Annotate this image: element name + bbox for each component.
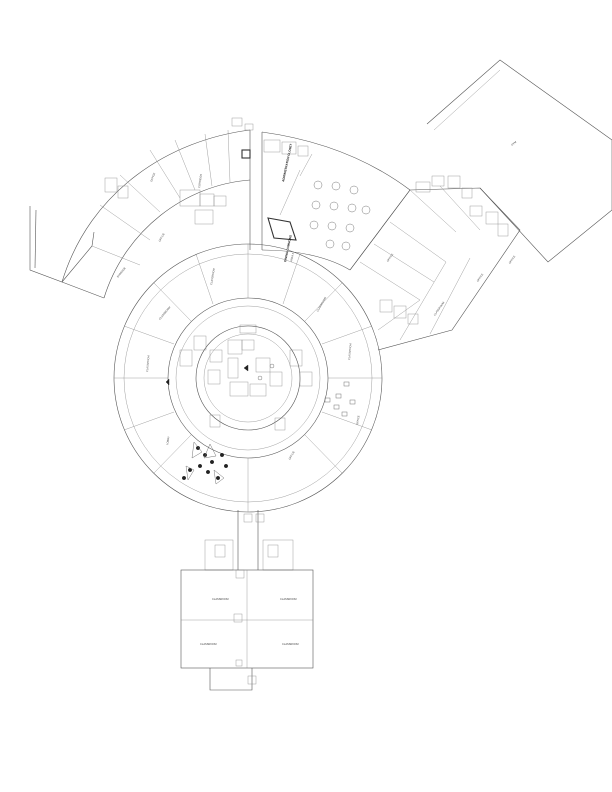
room-label-ring-w: CLASSROOM xyxy=(145,355,150,372)
far-west-wing xyxy=(29,206,105,299)
room-label-east-a: OFFICE xyxy=(386,252,395,262)
dining-title-label: DINING COMMONS xyxy=(283,235,293,263)
room-label-ring-nw: CLASSROOM xyxy=(158,305,172,320)
room-label-south-bl: CLASSROOM xyxy=(200,642,217,646)
room-label-east-d: OFFICE xyxy=(508,254,517,264)
room-label-ring-se: OFFICE xyxy=(355,415,361,425)
room-label-ring-n: CLASSROOM xyxy=(209,268,216,285)
room-label-ring-e: CLASSROOM xyxy=(347,343,352,360)
room-label-south-tl: CLASSROOM xyxy=(212,597,229,601)
room-labels: OFFICE CORRIDOR OFFICE STORAGE CLASSROOM… xyxy=(116,140,518,646)
room-label-north-2: CORRIDOR xyxy=(197,173,203,188)
south-block xyxy=(180,569,314,691)
northwest-crescent xyxy=(61,129,251,299)
room-label-far-west: STORAGE xyxy=(116,266,127,279)
dining-note-label: ADMINISTRATION CLOSET xyxy=(281,143,293,182)
room-label-ring-sw: LOBBY xyxy=(165,436,170,445)
dining-commons: ADMINISTRATION CLOSET DINING COMMONS ARE… xyxy=(261,131,411,271)
south-corridor xyxy=(204,510,294,571)
room-label-ring-ne: CLASSROOM xyxy=(315,296,327,312)
room-label-annex: GYM xyxy=(510,140,517,147)
room-label-north-1: OFFICE xyxy=(149,172,156,183)
room-label-ring-s: OFFICE xyxy=(287,450,295,460)
east-wing xyxy=(349,175,521,351)
room-label-west-wing: OFFICE xyxy=(157,232,165,242)
room-label-south-tr: CLASSROOM xyxy=(280,597,297,601)
dining-sub-label: AREA 2 xyxy=(289,252,295,262)
north-spine xyxy=(231,117,309,250)
east-annex xyxy=(426,59,612,263)
room-label-east-c: OFFICE xyxy=(476,272,485,282)
main-rotunda xyxy=(113,243,383,513)
room-label-south-br: CLASSROOM xyxy=(282,642,299,646)
